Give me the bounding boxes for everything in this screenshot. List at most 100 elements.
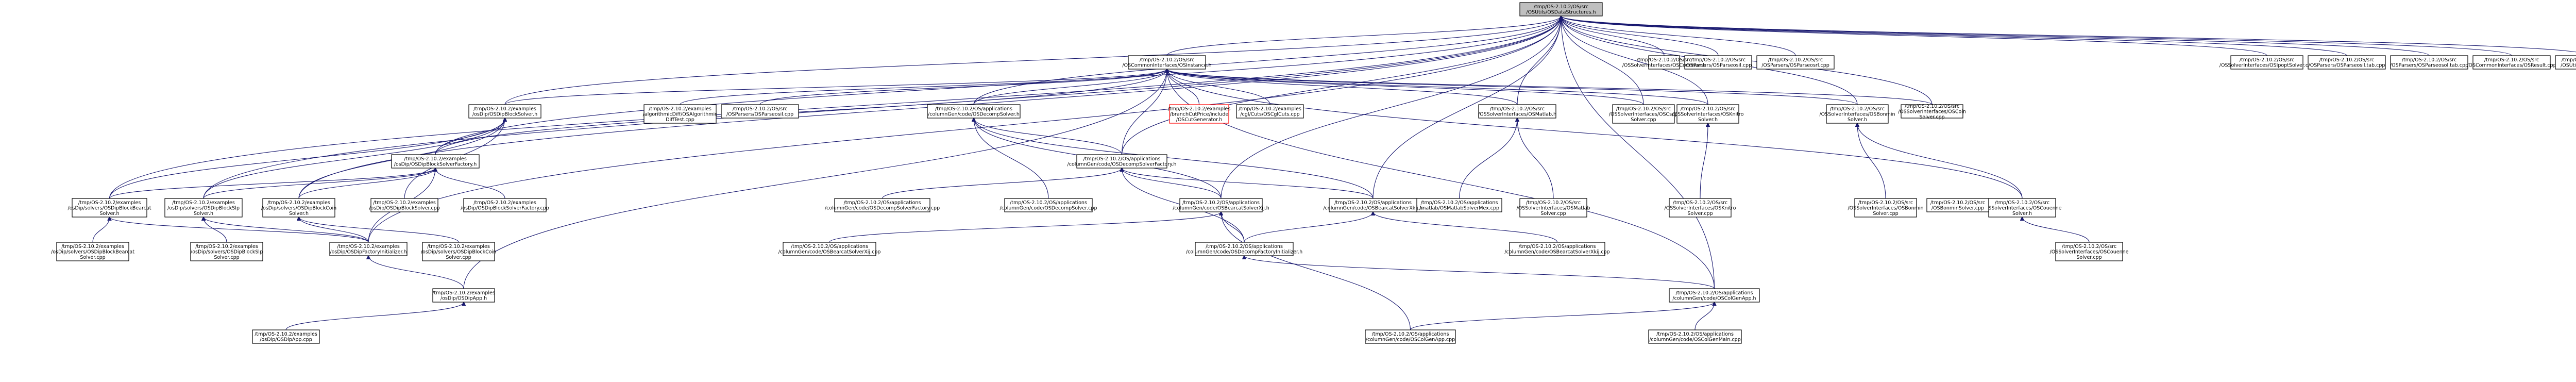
dependency-edge xyxy=(285,302,464,330)
node-label-line: /tmp/OS-2.10.2/OS/src xyxy=(1637,57,1691,63)
file-node[interactable]: /tmp/OS-2.10.2/OS/applications/columnGen… xyxy=(1173,198,1269,212)
file-node[interactable]: /tmp/OS-2.10.2/OS/src/OSSolverInterfaces… xyxy=(1672,104,1744,124)
node-box xyxy=(1648,55,1680,70)
node-label-line: /OSUtils/OSDataStructures.h xyxy=(1526,10,1596,15)
file-node[interactable]: /tmp/OS-2.10.2/OS/src/OSSolverInterfaces… xyxy=(1478,104,1556,119)
file-node[interactable]: /tmp/OS-2.10.2/OS/src/OSSolverInterfaces… xyxy=(2050,242,2129,261)
file-node[interactable]: /tmp/OS-2.10.2/OS/src/OSSolverInterfaces… xyxy=(1609,104,1678,124)
file-node[interactable]: /tmp/OS-2.10.2/OS/src/OSParsers/OSParseo… xyxy=(1684,55,1752,70)
file-node[interactable]: /tmp/OS-2.10.2/OS/src/OSParsers/OSParseo… xyxy=(2390,55,2468,70)
file-node[interactable]: /tmp/OS-2.10.2/examples/osDip/OSDipBlock… xyxy=(391,154,480,169)
dependency-edge xyxy=(759,69,1167,105)
file-node[interactable]: /tmp/OS-2.10.2/OS/src/OSSolverInterfaces… xyxy=(1898,104,1966,120)
dependency-edge xyxy=(1561,16,2347,56)
dependency-edge xyxy=(1561,16,1708,105)
file-node[interactable]: /tmp/OS-2.10.2/OS/applications/columnGen… xyxy=(1504,242,1610,256)
dependency-edge xyxy=(1561,16,1644,105)
file-node[interactable]: /tmp/OS-2.10.2/examples/osDip/OSDipBlock… xyxy=(468,104,541,119)
file-node[interactable]: /tmp/OS-2.10.2/OS/src/OSSolverInterfaces… xyxy=(2219,55,2314,70)
node-label-line: /tmp/OS-2.10.2/OS/src xyxy=(2484,57,2539,63)
node-label-line: /osDip/solvers/OSDipBlockBearcat xyxy=(68,205,151,211)
file-node[interactable]: /tmp/OS-2.10.2/OS/applications/columnGen… xyxy=(1186,242,1302,256)
file-node[interactable]: /tmp/OS-2.10.2/examples/osDip/OSDipBlock… xyxy=(369,198,440,212)
node-label-line: /OSSolverInterfaces/OSCsdp xyxy=(1609,111,1678,117)
node-label-line: /tmp/OS-2.10.2/OS/src xyxy=(1616,106,1671,112)
dependency-edge xyxy=(1121,16,1562,155)
node-label-line: /tmp/OS-2.10.2/OS/src xyxy=(1768,57,1823,63)
dependency-edge xyxy=(92,217,110,243)
dependency-edge xyxy=(1121,69,1167,155)
file-node[interactable]: /tmp/OS-2.10.2/examples/algorithmicDiff/… xyxy=(643,104,718,124)
node-label-line: /tmp/OS-2.10.2/examples xyxy=(649,106,711,112)
node-label-line: /tmp/OS-2.10.2/OS/src xyxy=(1905,104,1959,109)
node-box xyxy=(1854,198,1917,218)
dependency-edge xyxy=(680,69,1167,105)
file-node[interactable]: /tmp/OS-2.10.2/OS/src/OSParsers/OSParseo… xyxy=(2308,55,2386,70)
node-label-line: /tmp/OS-2.10.2/OS/applications xyxy=(1519,244,1596,250)
file-node[interactable]: /tmp/OS-2.10.2/examples/osDip/OSDipBlock… xyxy=(461,198,549,212)
node-label-line: /tmp/OS-2.10.2/OS/applications xyxy=(1010,200,1087,206)
node-label-line: /OSSolverInterfaces/OSBonmin xyxy=(1848,205,1923,211)
node-label-line: /tmp/OS-2.10.2/OS/src xyxy=(2319,57,2374,63)
dependency-edge xyxy=(504,16,1561,105)
dependency-edge xyxy=(368,256,464,289)
file-node[interactable]: /tmp/OS-2.10.2/OS/applications/columnGen… xyxy=(1648,329,1742,344)
file-node[interactable]: /tmp/OS-2.10.2/OS/src/OSSolverInterfaces… xyxy=(1517,198,1590,218)
file-node[interactable]: /tmp/OS-2.10.2/OS/applications/matlab/OS… xyxy=(1416,198,1502,212)
file-node[interactable]: /tmp/OS-2.10.2/OS/applications/columnGen… xyxy=(778,242,881,256)
file-node[interactable]: /tmp/OS-2.10.2/OS/applications/columnGen… xyxy=(1000,198,1097,212)
file-node[interactable]: /tmp/OS-2.10.2/examples/osDip/solvers/OS… xyxy=(164,198,243,218)
file-node[interactable]: /tmp/OS-2.10.2/OS/applications/columnGen… xyxy=(927,104,1021,119)
file-node[interactable]: /tmp/OS-2.10.2/examples/osDip/solvers/OS… xyxy=(51,242,134,261)
node-label-line: Solver.cpp xyxy=(80,255,105,260)
node-label-line: /OSParsers/OSParseosil.tab.cpp xyxy=(2309,63,2385,69)
node-label-line: /tmp/OS-2.10.2/OS/applications xyxy=(1421,200,1498,206)
node-label-line: /tmp/OS-2.10.2/examples xyxy=(195,244,258,250)
file-node[interactable]: /tmp/OS-2.10.2/OS/applications/columnGen… xyxy=(1323,198,1423,212)
file-node[interactable]: /tmp/OS-2.10.2/OS/src/OSParsers/OSParseo… xyxy=(1756,55,1835,70)
file-node[interactable]: /tmp/OS-2.10.2/OS/src/OSSolverInterfaces… xyxy=(1622,55,1706,70)
file-node[interactable]: /tmp/OS-2.10.2/OS/applications/columnGen… xyxy=(1365,329,1456,344)
root-file-node[interactable]: /tmp/OS-2.10.2/OS/src/OSUtils/OSDataStru… xyxy=(1519,2,1603,16)
file-node[interactable]: /tmp/OS-2.10.2/examples/osDip/solvers/OS… xyxy=(261,198,336,218)
file-node[interactable]: /tmp/OS-2.10.2/examples/osDip/solvers/OS… xyxy=(68,198,151,218)
file-node[interactable]: /tmp/OS-2.10.2/examples/osDip/OSDipApp.h xyxy=(432,288,495,303)
node-label-line: /OSSolverInterfaces/OSCouenne xyxy=(2050,249,2129,255)
file-node[interactable]: /tmp/OS-2.10.2/OS/applications/columnGen… xyxy=(825,198,940,212)
file-node[interactable]: /tmp/OS-2.10.2/OS/src/OSSolverInterfaces… xyxy=(1983,198,2062,218)
node-label-line: /osDip/OSDipBlockSolver.cpp xyxy=(369,206,440,211)
node-label-line: /OSParsers/OSParseosil.cpp xyxy=(1685,63,1752,69)
file-node[interactable]: /tmp/OS-2.10.2/OS/applications/columnGen… xyxy=(1067,154,1177,169)
node-label-line: /OSSolverInterfaces/OSCouenne xyxy=(1983,205,2062,211)
file-node[interactable]: /tmp/OS-2.10.2/OS/src/OSSolverInterfaces… xyxy=(1848,198,1924,218)
node-label-line: Solver.h xyxy=(1848,117,1867,123)
file-node[interactable]: /tmp/OS-2.10.2/OS/src/OSBonminSolver.cpp xyxy=(1926,198,1989,212)
file-node[interactable]: /tmp/OS-2.10.2/examples/cgl/Cuts/OSCglCu… xyxy=(1236,104,1304,119)
node-label-line: /osDip/OSDipBlockSolver.h xyxy=(472,112,537,118)
dependency-edge xyxy=(1700,123,1708,199)
file-node[interactable]: /tmp/OS-2.10.2/examples/osDip/solvers/OS… xyxy=(421,242,496,261)
file-node[interactable]: /tmp/OS-2.10.2/examples/osDip/OSDipFacto… xyxy=(329,242,408,256)
node-label-line: /osDip/OSDipApp.cpp xyxy=(260,337,312,343)
file-node[interactable]: /tmp/OS-2.10.2/examples/osDip/solvers/OS… xyxy=(190,242,263,261)
node-label-line: /columnGen/code/OSDecompSolver.h xyxy=(928,112,1020,118)
file-node[interactable]: /tmp/OS-2.10.2/OS/src/OSCommonInterfaces… xyxy=(1122,55,1212,70)
dependency-edge xyxy=(1857,123,1886,199)
file-node[interactable]: /tmp/OS-2.10.2/OS/applications/columnGen… xyxy=(1669,288,1760,303)
node-box xyxy=(252,329,320,344)
dependency-edge xyxy=(1561,16,2267,56)
file-node[interactable]: /tmp/OS-2.10.2/OS/src/OSParsers/OSParseo… xyxy=(721,104,799,119)
file-node[interactable]: /tmp/OS-2.10.2/examples/osDip/OSDipApp.c… xyxy=(252,329,320,344)
node-label-line: /tmp/OS-2.10.2/OS/src xyxy=(1995,200,2049,206)
dependency-edge xyxy=(1167,69,1518,105)
file-node[interactable]: /tmp/OS-2.10.2/examples/branchCutPrice/i… xyxy=(1168,104,1231,124)
dependency-edge xyxy=(1372,16,1561,199)
dependency-edge xyxy=(298,168,435,199)
file-node[interactable]: /tmp/OS-2.10.2/OS/src/OSCommonInterfaces… xyxy=(2467,55,2556,70)
file-node[interactable]: /tmp/OS-2.10.2/OS/src/OSSolverInterfaces… xyxy=(1819,104,1895,124)
file-node[interactable]: /tmp/OS-2.10.2/OS/src/OSSolverInterfaces… xyxy=(1665,198,1736,218)
node-label-line: /osDip/OSDipFactoryInitializer.h xyxy=(330,250,406,255)
node-box xyxy=(164,198,243,218)
dependency-edge xyxy=(2022,217,2090,243)
file-node[interactable]: /tmp/OS-2.10.2/OS/src/OSUtils/OSiLWriter… xyxy=(2555,55,2576,70)
